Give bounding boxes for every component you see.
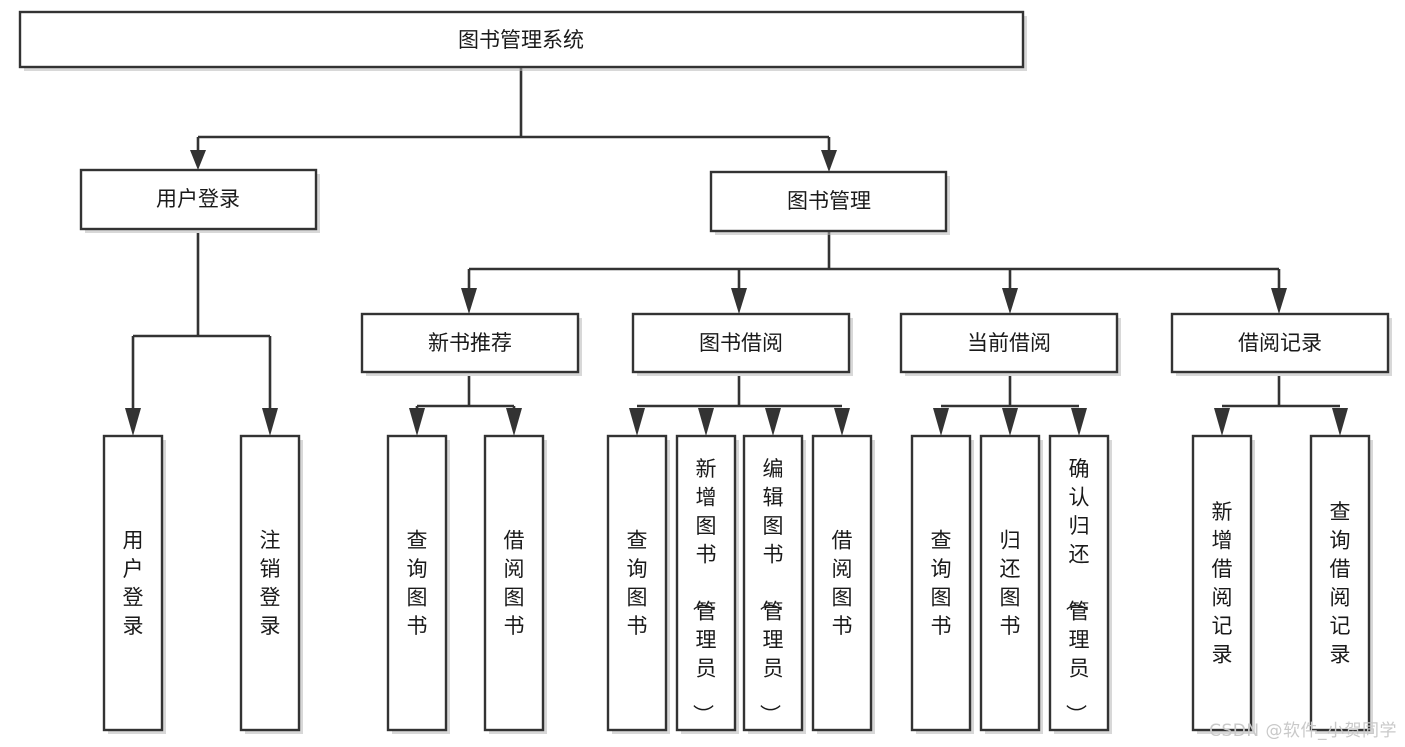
node-leaf-borrow-book-2-box[interactable] bbox=[811, 434, 873, 732]
node-leaf-borrow-book-1-box[interactable] bbox=[483, 434, 545, 732]
node-root-box[interactable] bbox=[18, 10, 1025, 69]
node-leaf-query-book-2-box[interactable] bbox=[606, 434, 668, 732]
node-leaf-add-record-box[interactable] bbox=[1191, 434, 1253, 732]
node-leaf-user-login[interactable]: 用户登录 bbox=[102, 434, 166, 734]
leaf-layer: 用户登录 注销登录 查询图书 借阅图书 查询图书 bbox=[102, 434, 1373, 734]
arrow-head-leaf-query-record bbox=[1332, 408, 1348, 436]
arrow-head-leaf-confirm-return bbox=[1071, 408, 1087, 436]
node-leaf-borrow-book-1-label: 借阅图书 bbox=[504, 528, 525, 638]
node-leaf-user-logout[interactable]: 注销登录 bbox=[239, 434, 303, 734]
node-user-login-box[interactable] bbox=[79, 168, 318, 231]
node-leaf-confirm-return-label: 确认归还（管理员） bbox=[1064, 457, 1090, 725]
arrow-head-leaf-edit-book bbox=[765, 408, 781, 436]
node-leaf-query-book-3-label: 查询图书 bbox=[931, 528, 952, 638]
node-leaf-edit-book[interactable]: 编辑图书（管理员） bbox=[742, 434, 806, 734]
node-leaf-user-login-label: 用户登录 bbox=[123, 528, 144, 638]
node-leaf-query-book-2-label: 查询图书 bbox=[627, 528, 648, 638]
node-new-book-recommend-box[interactable] bbox=[360, 312, 580, 374]
arrow-head-leaf-return-book bbox=[1002, 408, 1018, 436]
arrow-head-leaf-add-record bbox=[1214, 408, 1230, 436]
node-borrow-record-label: 借阅记录 bbox=[1238, 331, 1322, 355]
node-new-book-recommend[interactable]: 新书推荐 bbox=[360, 312, 582, 376]
node-leaf-add-book-label: 新增图书（管理员） bbox=[691, 457, 717, 725]
node-leaf-query-record-label: 查询借阅记录 bbox=[1330, 500, 1351, 667]
node-leaf-query-book-1-label: 查询图书 bbox=[407, 528, 428, 638]
node-leaf-add-record-label: 新增借阅记录 bbox=[1212, 500, 1233, 667]
node-leaf-return-book-box[interactable] bbox=[979, 434, 1041, 732]
node-book-manage-label: 图书管理 bbox=[787, 189, 871, 213]
arrow-head-leaf-query-book-3 bbox=[933, 408, 949, 436]
node-leaf-query-book-2[interactable]: 查询图书 bbox=[606, 434, 670, 734]
node-leaf-query-book-1-box[interactable] bbox=[386, 434, 448, 732]
arrow-head-book-manage bbox=[821, 150, 837, 172]
node-root-label: 图书管理系统 bbox=[458, 28, 584, 52]
node-leaf-edit-book-label: 编辑图书（管理员） bbox=[758, 457, 784, 725]
node-leaf-return-book[interactable]: 归还图书 bbox=[979, 434, 1043, 734]
arrow-head-leaf-borrow-book-2 bbox=[834, 408, 850, 436]
node-leaf-query-book-3[interactable]: 查询图书 bbox=[910, 434, 974, 734]
node-leaf-borrow-book-1[interactable]: 借阅图书 bbox=[483, 434, 547, 734]
arrow-head-new-book-recommend bbox=[461, 288, 477, 314]
arrow-head-user-login bbox=[190, 150, 206, 170]
node-user-login[interactable]: 用户登录 bbox=[79, 168, 320, 233]
node-leaf-user-logout-box[interactable] bbox=[239, 434, 301, 732]
arrow-head-leaf-borrow-book-1 bbox=[506, 408, 522, 436]
node-leaf-query-record-box[interactable] bbox=[1309, 434, 1371, 732]
connector-layer bbox=[125, 67, 1348, 436]
node-borrow-record[interactable]: 借阅记录 bbox=[1170, 312, 1392, 376]
arrow-head-leaf-user-logout bbox=[262, 408, 278, 436]
node-book-manage-box[interactable] bbox=[709, 170, 948, 233]
node-new-book-recommend-label: 新书推荐 bbox=[428, 331, 512, 355]
node-leaf-query-book-3-box[interactable] bbox=[910, 434, 972, 732]
node-leaf-add-book-box[interactable] bbox=[675, 434, 737, 732]
node-leaf-borrow-book-2-label: 借阅图书 bbox=[832, 528, 853, 638]
csdn-watermark: CSDN @软件_小贺同学 bbox=[1209, 721, 1397, 741]
node-leaf-user-logout-label: 注销登录 bbox=[260, 528, 281, 638]
node-book-borrow-box[interactable] bbox=[631, 312, 851, 374]
node-current-borrow-box[interactable] bbox=[899, 312, 1119, 374]
node-root[interactable]: 图书管理系统 bbox=[18, 10, 1027, 71]
node-leaf-query-book-1[interactable]: 查询图书 bbox=[386, 434, 450, 734]
arrow-head-leaf-user-login bbox=[125, 408, 141, 436]
node-book-manage[interactable]: 图书管理 bbox=[709, 170, 950, 235]
node-leaf-add-record[interactable]: 新增借阅记录 bbox=[1191, 434, 1255, 734]
arrow-head-leaf-add-book bbox=[698, 408, 714, 436]
node-leaf-return-book-label: 归还图书 bbox=[1000, 528, 1021, 638]
node-leaf-edit-book-box[interactable] bbox=[742, 434, 804, 732]
node-leaf-user-login-box[interactable] bbox=[102, 434, 164, 732]
node-leaf-add-book[interactable]: 新增图书（管理员） bbox=[675, 434, 739, 734]
node-leaf-query-record[interactable]: 查询借阅记录 bbox=[1309, 434, 1373, 734]
node-leaf-confirm-return[interactable]: 确认归还（管理员） bbox=[1048, 434, 1112, 734]
node-book-borrow[interactable]: 图书借阅 bbox=[631, 312, 853, 376]
node-book-borrow-label: 图书借阅 bbox=[699, 331, 783, 355]
node-current-borrow[interactable]: 当前借阅 bbox=[899, 312, 1121, 376]
node-borrow-record-box[interactable] bbox=[1170, 312, 1390, 374]
arrow-head-leaf-query-book-1 bbox=[409, 408, 425, 436]
node-leaf-confirm-return-box[interactable] bbox=[1048, 434, 1110, 732]
arrow-head-book-borrow bbox=[731, 288, 747, 314]
arrow-head-borrow-record bbox=[1271, 288, 1287, 314]
node-leaf-borrow-book-2[interactable]: 借阅图书 bbox=[811, 434, 875, 734]
arrow-head-leaf-query-book-2 bbox=[629, 408, 645, 436]
node-user-login-label: 用户登录 bbox=[156, 187, 240, 211]
arrow-head-current-borrow bbox=[1002, 288, 1018, 314]
node-current-borrow-label: 当前借阅 bbox=[967, 331, 1051, 355]
